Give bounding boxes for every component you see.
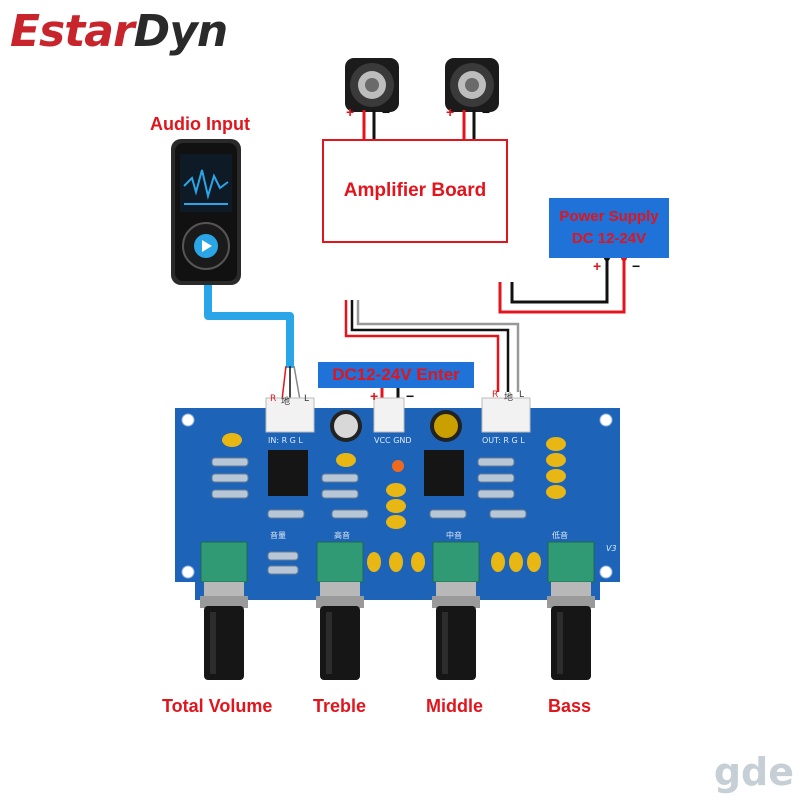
silk-power: VCC GND bbox=[374, 436, 412, 445]
silk-bass: 低音 bbox=[552, 531, 568, 540]
dc-enter-label: DC12-24V Enter bbox=[332, 365, 460, 384]
silk-middle: 中音 bbox=[446, 531, 462, 540]
output-connector bbox=[481, 397, 531, 433]
knob-treble-icon bbox=[316, 582, 364, 680]
output-wires bbox=[344, 300, 520, 392]
amplifier-board-label: Amplifier Board bbox=[343, 180, 487, 201]
input-pin-r: R bbox=[270, 394, 277, 404]
knob-label-middle: Middle bbox=[426, 696, 483, 716]
audio-player-icon bbox=[171, 139, 241, 285]
audio-cable bbox=[204, 285, 294, 368]
brand-logo: EstarDyn bbox=[10, 6, 229, 57]
ceramic-capacitors bbox=[222, 433, 566, 572]
silk-version: V3 bbox=[606, 544, 617, 553]
power-led bbox=[392, 460, 404, 472]
speaker-right-minus: − bbox=[482, 104, 491, 120]
input-pin-g: 地 bbox=[281, 397, 291, 407]
pcb-board bbox=[175, 397, 620, 600]
silk-volume: 音量 bbox=[270, 531, 286, 540]
silk-treble: 高音 bbox=[334, 531, 350, 540]
output-pin-g: 地 bbox=[504, 393, 514, 403]
dc-plus: + bbox=[370, 388, 379, 404]
knob-bass-icon bbox=[547, 582, 595, 680]
silk-input: IN: R G L bbox=[268, 436, 303, 445]
input-pin-l: L bbox=[304, 394, 310, 404]
speaker-right-icon bbox=[445, 58, 499, 112]
brand-part2: Dyn bbox=[133, 6, 229, 57]
speaker-left-icon bbox=[345, 58, 399, 112]
speaker-wires bbox=[362, 110, 476, 139]
op-amp-chip-right bbox=[424, 450, 464, 496]
power-connector bbox=[373, 397, 405, 433]
knob-label-bass: Bass bbox=[548, 696, 592, 716]
speaker-left-plus: + bbox=[346, 104, 355, 120]
psu-minus: − bbox=[632, 258, 641, 274]
knob-total-volume-icon bbox=[200, 582, 248, 680]
power-supply-box: Power Supply DC 12-24V bbox=[549, 198, 669, 258]
resistor-array bbox=[211, 457, 527, 575]
dc-minus: − bbox=[406, 388, 415, 404]
power-supply-voltage: DC 12-24V bbox=[571, 230, 647, 247]
speaker-right-plus: + bbox=[446, 104, 455, 120]
dc-enter-tag: DC12-24V Enter bbox=[318, 362, 474, 388]
brand-part1: Estar bbox=[10, 6, 135, 57]
audio-input-label: Audio Input bbox=[150, 114, 250, 134]
knob-middle-icon bbox=[432, 582, 480, 680]
output-pin-l: L bbox=[519, 390, 525, 400]
op-amp-chip-left bbox=[268, 450, 308, 496]
silk-output: OUT: R G L bbox=[482, 436, 525, 445]
amplifier-board-box: Amplifier Board bbox=[322, 139, 508, 243]
power-supply-label: Power Supply bbox=[559, 208, 659, 225]
watermark: gde bbox=[713, 750, 794, 794]
psu-plus: + bbox=[593, 258, 602, 274]
speaker-left-minus: − bbox=[382, 104, 391, 120]
audio-cable-leads bbox=[281, 365, 301, 401]
input-connector bbox=[265, 397, 315, 433]
output-pin-r: R bbox=[492, 390, 499, 400]
knob-label-treble: Treble bbox=[313, 696, 367, 716]
knob-label-total-volume: Total Volume bbox=[162, 696, 273, 716]
potentiometers bbox=[200, 541, 595, 583]
